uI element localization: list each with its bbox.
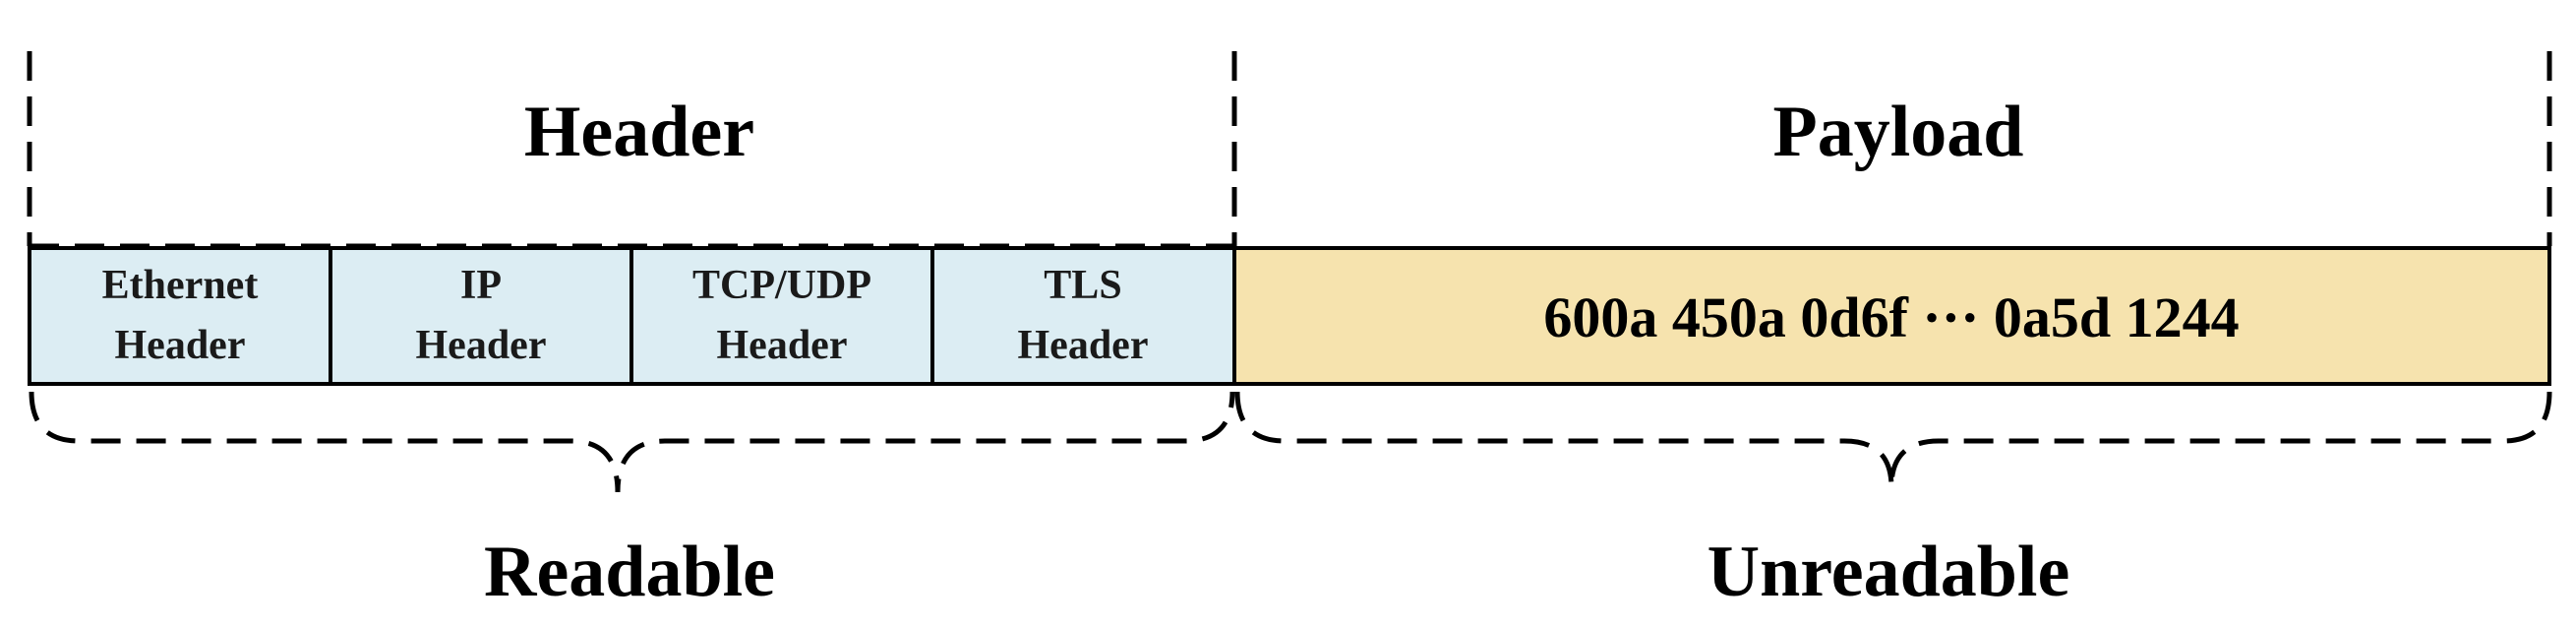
ethernet-header-line1: Ethernet	[102, 263, 259, 308]
readable-label: Readable	[484, 532, 775, 612]
unreadable-label: Unreadable	[1707, 532, 2070, 612]
unreadable-brace	[1234, 391, 2552, 488]
ip-header-line2: Header	[416, 323, 547, 368]
tcp-udp-header-cell	[629, 246, 934, 386]
readable-brace	[29, 391, 1235, 493]
tcp-udp-header-line1: TCP/UDP	[692, 263, 871, 308]
payload-hex-text: 600a 450a 0d6f ··· 0a5d 1244	[1543, 285, 2239, 349]
header-title: Header	[524, 92, 754, 172]
ip-header-cell	[329, 246, 633, 386]
tls-header-line2: Header	[1018, 323, 1149, 368]
tls-header-cell	[930, 246, 1236, 386]
ip-header-line1: IP	[460, 263, 502, 308]
payload-cell	[1232, 246, 2551, 386]
ethernet-header-line2: Header	[115, 323, 246, 368]
ethernet-header-cell	[28, 246, 332, 386]
header-cells: Ethernet Header IP Header TCP/UDP Header…	[28, 246, 1236, 386]
payload-title: Payload	[1773, 92, 2024, 172]
tcp-udp-header-line2: Header	[717, 323, 848, 368]
tls-header-line1: TLS	[1044, 263, 1121, 308]
